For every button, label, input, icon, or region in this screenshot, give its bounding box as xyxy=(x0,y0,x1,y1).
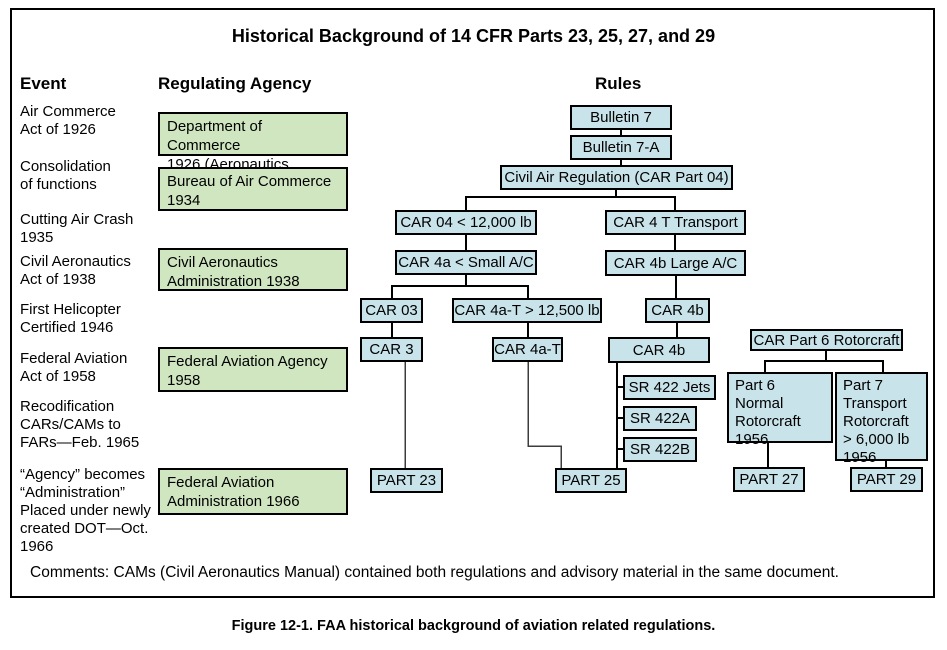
rule-node: SR 422A xyxy=(623,406,697,431)
event-label: Federal Aviation Act of 1958 xyxy=(20,350,128,385)
rule-node: CAR 4b Large A/C xyxy=(605,250,746,276)
rule-node: CAR 4b xyxy=(608,337,710,363)
agency-box: Federal Aviation Agency 1958 xyxy=(158,347,348,392)
event-label: Cutting Air Crash 1935 xyxy=(20,211,134,246)
rule-node: CAR 4a < Small A/C xyxy=(395,250,537,275)
agency-box: Federal Aviation Administration 1966 xyxy=(158,468,348,515)
rule-node: PART 25 xyxy=(555,468,627,493)
rule-node: PART 29 xyxy=(850,467,923,492)
figure-caption: Figure 12-1. FAA historical background o… xyxy=(231,618,716,634)
rule-node: PART 23 xyxy=(370,468,443,493)
rule-node: Bulletin 7 xyxy=(570,105,672,130)
rule-node: CAR Part 6 Rotorcraft xyxy=(750,329,903,351)
event-label: Civil Aeronautics Act of 1938 xyxy=(20,253,131,288)
rule-node: CAR 03 xyxy=(360,298,423,323)
rule-node: Part 6 Normal Rotorcraft 1956 xyxy=(727,372,833,448)
agency-box: Bureau of Air Commerce 1934 xyxy=(158,167,348,211)
rule-node: Civil Air Regulation (CAR Part 04) xyxy=(500,165,733,190)
column-header-event: Event xyxy=(20,74,67,93)
diagram-title: Historical Background of 14 CFR Parts 23… xyxy=(231,26,716,46)
comments-text: Comments: CAMs (Civil Aeronautics Manual… xyxy=(30,564,839,581)
rule-node: SR 422B xyxy=(623,437,697,462)
rule-node: CAR 4a-T xyxy=(492,337,563,362)
event-label: First Helicopter Certified 1946 xyxy=(20,301,121,336)
event-label: Consolidation of functions xyxy=(20,158,111,193)
rule-node: Bulletin 7-A xyxy=(570,135,672,160)
event-label: “Agency” becomes “Administration” Placed… xyxy=(20,466,151,555)
rule-node: CAR 3 xyxy=(360,337,423,362)
rule-node: Part 7 Transport Rotorcraft > 6,000 lb 1… xyxy=(835,372,928,466)
column-header-rules: Rules xyxy=(595,74,642,93)
agency-box: Civil Aeronautics Administration 1938 xyxy=(158,248,348,291)
event-label: Recodification CARs/CAMs to FARs—Feb. 19… xyxy=(20,398,140,451)
rule-node: SR 422 Jets xyxy=(623,375,716,400)
rule-node: CAR 04 < 12,000 lb xyxy=(395,210,537,235)
rule-node: CAR 4 T Transport xyxy=(605,210,746,235)
rule-node: PART 27 xyxy=(733,467,805,492)
rule-node: CAR 4a-T > 12,500 lb xyxy=(452,298,602,323)
event-label: Air Commerce Act of 1926 xyxy=(20,103,116,138)
column-header-agency: Regulating Agency xyxy=(158,74,312,93)
agency-box: Department of Commerce 1926 (Aeronautics… xyxy=(158,112,348,192)
rule-node: CAR 4b xyxy=(645,298,710,323)
